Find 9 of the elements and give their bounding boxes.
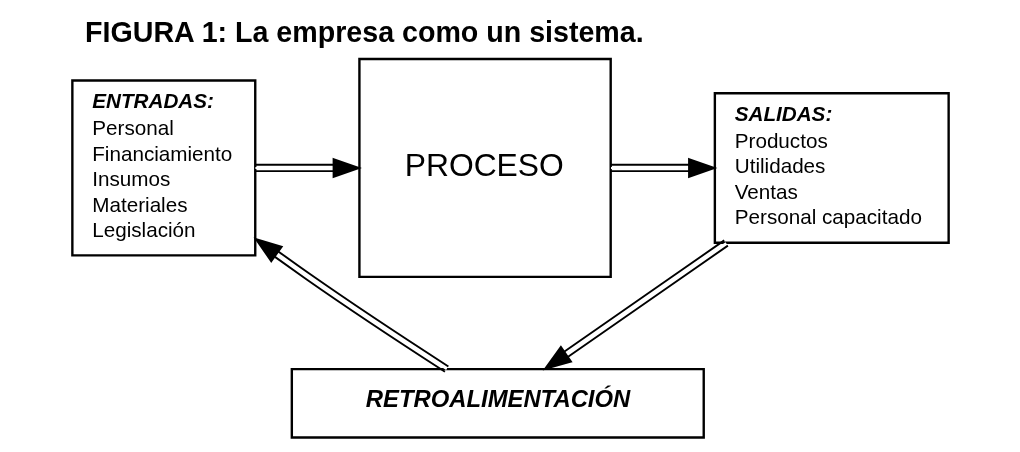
node-box: RETROALIMENTACIÓN	[290, 367, 705, 439]
arrow	[609, 157, 717, 179]
diagram-title: FIGURA 1: La empresa como un sistema.	[84, 16, 644, 49]
node-box: PROCESO	[357, 57, 612, 279]
node-box: SALIDAS: Productos Utilidades Ventas Personal capacitado	[713, 92, 950, 244]
arrow	[542, 239, 729, 371]
arrow	[253, 237, 449, 373]
arrow	[253, 157, 362, 179]
node-box: ENTRADAS: Personal Financiamiento Insumos Materiales Legislación	[70, 79, 256, 257]
